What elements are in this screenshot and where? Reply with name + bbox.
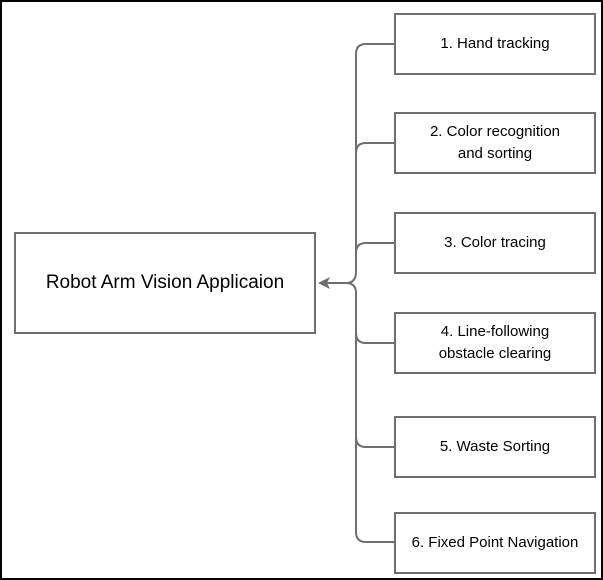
child-label: 5. Waste Sorting [439, 438, 551, 455]
child-label: 6. Fixed Point Navigation [411, 534, 579, 551]
connector-branch-2 [355, 142, 394, 154]
connector-branch-5 [355, 436, 394, 448]
root-label: Robot Arm Vision Applicaion [45, 272, 285, 293]
child-node-fixed-point-navigation: 6. Fixed Point Navigation [394, 512, 596, 574]
connector-branch-3 [355, 242, 394, 254]
connector-branch-6 [355, 293, 394, 543]
root-node: Robot Arm Vision Applicaion [14, 232, 316, 334]
child-node-color-recognition: 2. Color recognition and sorting [394, 112, 596, 174]
connector-branch-1 [345, 43, 394, 284]
child-label: 3. Color tracing [444, 234, 546, 251]
child-node-line-following: 4. Line-following obstacle clearing [394, 312, 596, 374]
child-node-waste-sorting: 5. Waste Sorting [394, 416, 596, 478]
child-label: 2. Color recognition and sorting [429, 123, 561, 162]
child-node-color-tracing: 3. Color tracing [394, 212, 596, 274]
child-label: 1. Hand tracking [440, 35, 550, 52]
child-node-hand-tracking: 1. Hand tracking [394, 13, 596, 75]
connector-branch-4 [345, 282, 394, 344]
child-label: 4. Line-following obstacle clearing [438, 323, 552, 362]
